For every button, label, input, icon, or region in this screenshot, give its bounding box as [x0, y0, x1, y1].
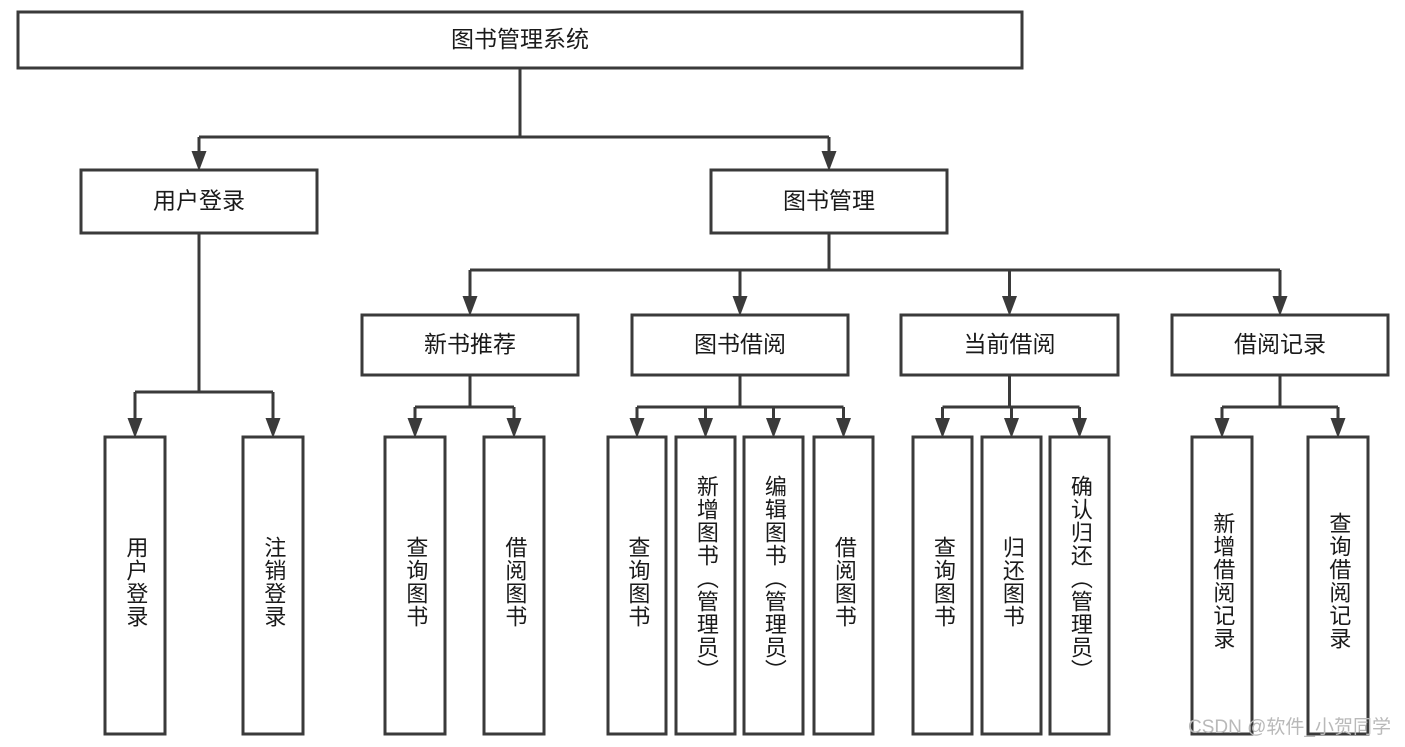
node-leaf-add-borrow-record[interactable] — [1190, 435, 1254, 736]
arrow-head — [1330, 418, 1346, 438]
node-leaf-user-login[interactable] — [103, 435, 167, 736]
node-leaf-query-borrow-record[interactable] — [1306, 435, 1370, 736]
arrow-head — [629, 418, 645, 438]
node-box-leaf-query-book-current — [911, 435, 974, 736]
node-leaf-logout[interactable] — [241, 435, 305, 736]
node-box-leaf-add-book — [674, 435, 737, 736]
node-label-book-borrow: 图书借阅 — [694, 331, 786, 357]
node-leaf-query-book-borrow[interactable] — [606, 435, 668, 736]
node-leaf-edit-book[interactable] — [742, 435, 805, 736]
node-leaf-borrow-book[interactable] — [812, 435, 875, 736]
node-book-borrow[interactable]: 图书借阅 — [630, 313, 850, 377]
node-leaf-query-book-current[interactable] — [911, 435, 974, 736]
node-box-leaf-return-book — [980, 435, 1043, 736]
arrow-head — [1072, 418, 1087, 438]
node-box-leaf-edit-book — [742, 435, 805, 736]
arrow-head — [1272, 296, 1288, 316]
node-box-leaf-query-book-recommend — [383, 435, 447, 736]
node-box-leaf-user-login — [103, 435, 167, 736]
node-book-manage[interactable]: 图书管理 — [709, 168, 949, 235]
node-box-leaf-borrow-book — [812, 435, 875, 736]
arrow-head — [265, 418, 281, 438]
node-root[interactable]: 图书管理系统 — [16, 10, 1024, 70]
node-leaf-add-book[interactable] — [674, 435, 737, 736]
node-box-leaf-add-borrow-record — [1190, 435, 1254, 736]
node-label-borrow-record: 借阅记录 — [1234, 331, 1326, 357]
node-box-leaf-logout — [241, 435, 305, 736]
node-leaf-return-book[interactable] — [980, 435, 1043, 736]
arrow-head — [1002, 296, 1017, 316]
arrow-head — [1214, 418, 1230, 438]
arrow-head — [462, 296, 478, 316]
node-box-leaf-confirm-return — [1048, 435, 1111, 736]
node-box-user-login — [79, 168, 319, 235]
node-box-borrow-record — [1170, 313, 1390, 377]
node-box-new-book-recommend — [360, 313, 580, 377]
node-borrow-record[interactable]: 借阅记录 — [1170, 313, 1390, 377]
node-box-leaf-query-borrow-record — [1306, 435, 1370, 736]
arrow-head — [407, 418, 423, 438]
connector-lines — [127, 68, 1346, 438]
node-box-book-borrow — [630, 313, 850, 377]
node-leaf-confirm-return[interactable] — [1048, 435, 1111, 736]
arrow-head — [127, 418, 143, 438]
node-box-leaf-borrow-book-recommend — [482, 435, 546, 736]
node-box-leaf-query-book-borrow — [606, 435, 668, 736]
node-user-login[interactable]: 用户登录 — [79, 168, 319, 235]
watermark: CSDN @软件_小贺同学 — [1188, 717, 1391, 738]
arrow-head — [935, 418, 950, 438]
node-box-root — [16, 10, 1024, 70]
arrow-head — [191, 151, 207, 171]
node-leaf-borrow-book-recommend[interactable] — [482, 435, 546, 736]
arrow-head — [698, 418, 713, 438]
node-label-new-book-recommend: 新书推荐 — [424, 331, 516, 357]
arrow-head — [766, 418, 781, 438]
node-box-current-borrow — [899, 313, 1120, 377]
node-label-current-borrow: 当前借阅 — [964, 331, 1056, 357]
arrow-head — [506, 418, 522, 438]
arrow-head — [732, 296, 748, 316]
node-label-user-login: 用户登录 — [153, 188, 245, 214]
node-box-book-manage — [709, 168, 949, 235]
arrow-head — [821, 151, 837, 171]
arrow-head — [1004, 418, 1019, 438]
node-new-book-recommend[interactable]: 新书推荐 — [360, 313, 580, 377]
node-leaf-query-book-recommend[interactable] — [383, 435, 447, 736]
node-label-book-manage: 图书管理 — [783, 188, 875, 214]
arrow-head — [836, 418, 851, 438]
node-current-borrow[interactable]: 当前借阅 — [899, 313, 1120, 377]
node-label-root: 图书管理系统 — [451, 26, 589, 52]
